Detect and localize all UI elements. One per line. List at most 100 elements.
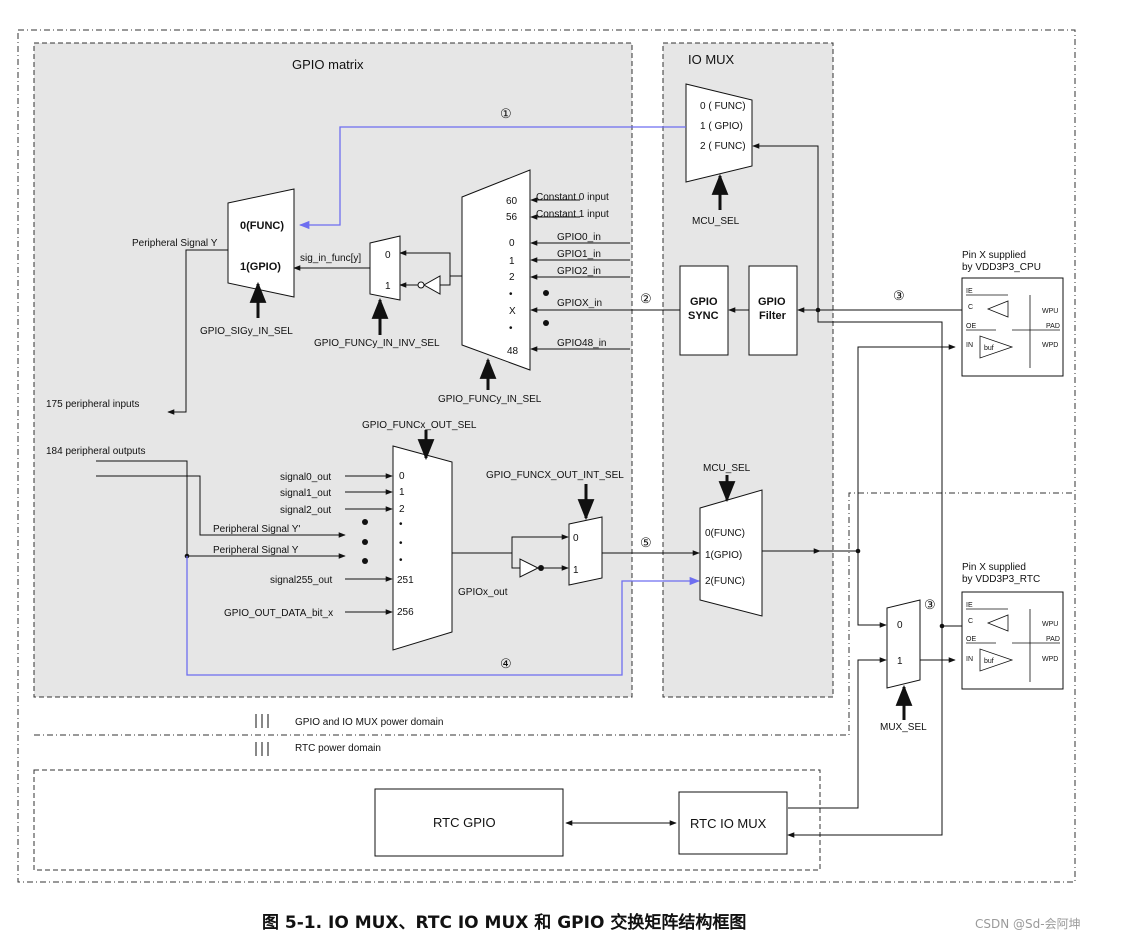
pad-cpu-in-buffer (986, 300, 1009, 318)
gpio-matrix-title: GPIO matrix (292, 57, 364, 72)
pad-to-iomux-wire (752, 143, 819, 310)
iomux-in-item-0: 0 ( FUNC) (700, 101, 746, 112)
pad-rtc-pad: PAD (1046, 636, 1060, 643)
out-inv-in1: 1 (573, 565, 579, 576)
big-mux-idx-x: X (509, 306, 516, 317)
rtc-mux-in0: 0 (897, 620, 903, 631)
out-dot-3 (362, 558, 368, 564)
circle-2: ② (640, 291, 652, 306)
pad-rtc-wpd: WPD (1042, 656, 1058, 663)
pad-rtc-block (961, 591, 1064, 690)
signal2-label: signal2_out (280, 505, 331, 516)
gpiox-out-label: GPIOx_out (458, 587, 508, 598)
out-inv-in0: 0 (573, 533, 579, 544)
io-mux-output-mux (699, 489, 763, 617)
peripheral-inputs-label: 175 peripheral inputs (46, 399, 139, 410)
rtc-io-mux-label: RTC IO MUX (690, 816, 767, 831)
inv-mux-in0: 0 (385, 250, 391, 261)
pad-cpu-in: IN (966, 342, 973, 349)
power-domain-arrows-top (255, 714, 269, 728)
pad-cpu-block (961, 277, 1064, 377)
rtc-region (33, 769, 821, 871)
pad-cpu-c: C (968, 304, 973, 311)
periph-signal-y-out-label: Peripheral Signal Y (213, 545, 299, 556)
big-mux-idx-2: 2 (509, 272, 515, 283)
path-1-blue (298, 126, 686, 230)
pad-cpu-wpu: WPU (1042, 308, 1058, 315)
pad-cpu-out-buffer (979, 335, 1014, 359)
out-mux-idx-0: 0 (399, 471, 405, 482)
gpio-sync-line1: GPIO (690, 296, 718, 308)
gpio-funcy-in-sel-label: GPIO_FUNCy_IN_SEL (438, 394, 542, 405)
rtc-io-mux-out-wire (788, 657, 887, 809)
circle-3-top: ③ (893, 288, 905, 303)
big-mux-idx-48: 48 (507, 346, 519, 357)
gpiox-in-label: GPIOX_in (557, 298, 602, 309)
inv-mux-in0-wire (399, 250, 462, 277)
input-mux-gpio-label: 1(GPIO) (240, 261, 281, 273)
gpio-filter-line2: Filter (759, 310, 787, 322)
peripheral-inputs-line (167, 249, 228, 415)
iomux-out-item-0: 0(FUNC) (705, 528, 745, 539)
circle-1: ① (500, 106, 512, 121)
big-mux-idx-0: 0 (509, 238, 515, 249)
periph-signal-y-prime-wire (96, 475, 346, 538)
gpio1-in-label: GPIO1_in (557, 249, 601, 260)
pad-rtc-in: IN (966, 656, 973, 663)
iomux-out-item-2: 2(FUNC) (705, 576, 745, 587)
out-inv-sel-label: GPIO_FUNCX_OUT_INT_SEL (486, 470, 624, 481)
peripheral-outputs-label: 184 peripheral outputs (46, 446, 146, 457)
rtc-gpio-label: RTC GPIO (433, 815, 496, 830)
to-rtc-mux-wire (857, 551, 887, 628)
gpio-filter-line1: GPIO (758, 296, 786, 308)
constant1-label: Constant 1 input (536, 209, 609, 220)
pad-cpu-wpd: WPD (1042, 342, 1058, 349)
pad-rtc-in-buffer (986, 614, 1009, 632)
out-mux-idx-251: 251 (397, 575, 414, 586)
pad-cpu-label2: by VDD3P3_CPU (962, 262, 1041, 273)
peripheral-signal-y-label: Peripheral Signal Y (132, 238, 218, 249)
gpio0-in-label: GPIO0_in (557, 232, 601, 243)
mcu-sel-label-top: MCU_SEL (692, 216, 740, 227)
gpio48-in-label: GPIO48_in (557, 338, 606, 349)
to-cpu-pad-wire (857, 344, 956, 551)
pad-cpu-in-to-rtc-wire (817, 310, 943, 626)
inverter-triangle-in (422, 275, 441, 295)
circle-3-bottom: ③ (924, 597, 936, 612)
input-mux-func-label: 0(FUNC) (240, 220, 284, 232)
rtc-mux-in1: 1 (897, 656, 903, 667)
gpio-sync-block (679, 265, 729, 356)
inverter-bubble-in (417, 281, 425, 289)
pad-cpu-label1: Pin X supplied (962, 250, 1026, 261)
gpio-sync-line2: SYNC (688, 310, 719, 322)
pad-rtc-label2: by VDD3P3_RTC (962, 574, 1040, 585)
gpio-filter-block (748, 265, 798, 356)
signal0-label: signal0_out (280, 472, 331, 483)
power-domain-arrows-bottom (255, 742, 269, 756)
io-mux-input-mux (685, 83, 753, 183)
iomux-in-item-1: 1 ( GPIO) (700, 121, 743, 132)
gpio2-in-label: GPIO2_in (557, 266, 601, 277)
big-mux-idx-1: 1 (509, 256, 515, 267)
path-4-blue (186, 556, 701, 676)
out-mux-idx-dot3: • (399, 555, 403, 566)
inv-sel-label: GPIO_FUNCy_IN_INV_SEL (314, 338, 440, 349)
pad-rtc-out-buffer (979, 648, 1014, 672)
watermark: CSDN @Sd-会阿坤 (975, 916, 1081, 931)
big-mux-idx-60: 60 (506, 196, 518, 207)
circle-5: ⑤ (640, 535, 652, 550)
input-inverter-mux (369, 235, 401, 301)
big-input-mux (461, 169, 531, 371)
iomux-in-item-2: 2 ( FUNC) (700, 141, 746, 152)
out-dot-1 (362, 519, 368, 525)
gpio-sigy-in-sel-label: GPIO_SIGy_IN_SEL (200, 326, 293, 337)
pad-cpu-oe: OE (966, 323, 976, 330)
mux-sel-label: MUX_SEL (880, 722, 927, 733)
out-mux-idx-256: 256 (397, 607, 414, 618)
out-dot-2 (362, 539, 368, 545)
constant0-label: Constant 0 input (536, 192, 609, 203)
out-mux-idx-2: 2 (399, 504, 405, 515)
figure-caption: 图 5-1. IO MUX、RTC IO MUX 和 GPIO 交换矩阵结构框图 (262, 912, 746, 933)
pad-cpu-buf: buf (984, 345, 994, 352)
mcu-sel-label-bottom: MCU_SEL (703, 463, 751, 474)
